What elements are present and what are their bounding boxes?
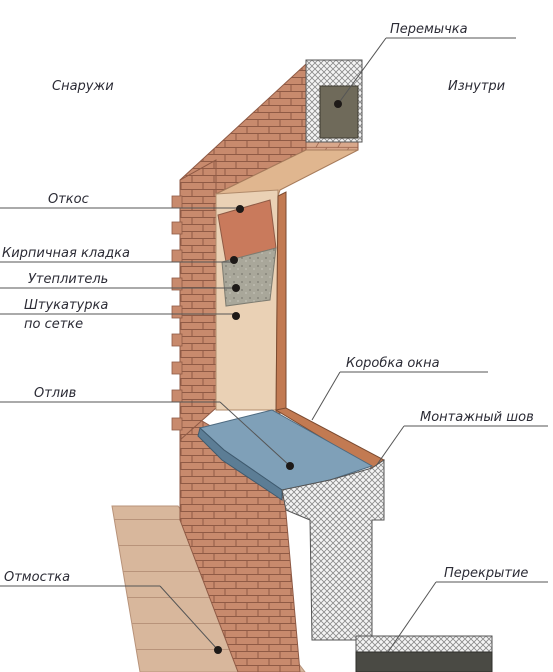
drip-sill-edge: [197, 427, 283, 501]
lintel-dot: [334, 100, 342, 108]
label-plaster-line2: по сетке: [24, 317, 83, 332]
label-floor-slab: Перекрытие: [444, 566, 528, 581]
label-reveal: Откос: [48, 192, 89, 207]
label-insulation: Утеплитель: [28, 272, 108, 287]
lintel-core: [319, 85, 359, 139]
floor-slab-top: [355, 651, 493, 672]
label-lintel: Перемычка: [390, 22, 468, 37]
brickwork-dot: [230, 256, 238, 264]
label-brickwork: Кирпичная кладка: [2, 246, 130, 261]
reveal-dot: [236, 205, 244, 213]
plaster-dot: [232, 312, 240, 320]
label-inside: Изнутри: [448, 79, 505, 94]
window-frame-jamb: [275, 191, 287, 415]
label-blind-area: Отмостка: [4, 570, 70, 585]
drip-sill-dot: [286, 462, 294, 470]
interior-concrete-wall: [281, 459, 385, 641]
blind-area-dot: [214, 646, 222, 654]
brickwork-wall: [179, 159, 217, 442]
brick-toothing: [171, 195, 183, 431]
label-mounting-seam: Монтажный шов: [420, 410, 534, 425]
leader-lines: [0, 37, 548, 653]
label-plaster-line1: Штукатурка: [24, 298, 108, 313]
insulation-dot: [232, 284, 240, 292]
label-window-frame: Коробка окна: [346, 356, 440, 371]
label-drip-sill: Отлив: [34, 386, 76, 401]
pointer-dots: [214, 100, 342, 654]
label-outside: Снаружи: [52, 79, 114, 94]
